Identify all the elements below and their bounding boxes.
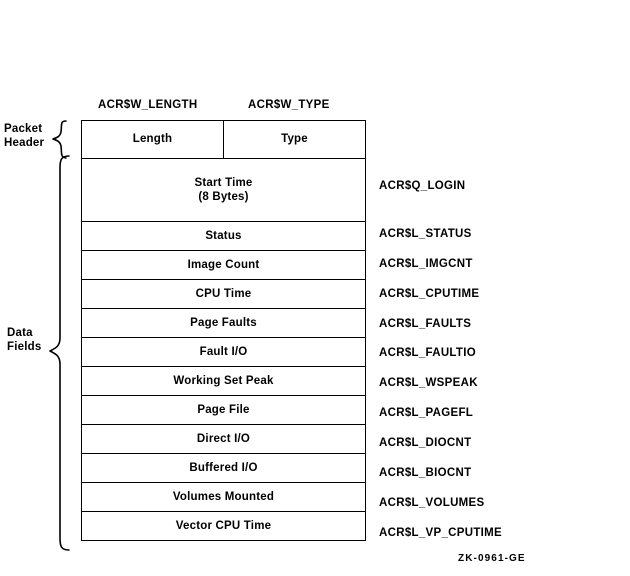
field-symbol-page-file: ACR$L_PAGEFL (379, 407, 474, 419)
field-symbol-cpu-time: ACR$L_CPUTIME (379, 288, 480, 300)
field-symbol-image-count: ACR$L_IMGCNT (379, 258, 473, 270)
field-symbol-buffered-io: ACR$L_BIOCNT (379, 467, 472, 479)
table-cell-type-label: Type (281, 133, 308, 146)
table-row-page-file: Page File (82, 395, 365, 424)
field-symbol-start-time: ACR$Q_LOGIN (379, 180, 466, 192)
field-symbol-fault-io: ACR$L_FAULTIO (379, 347, 476, 359)
table-row-page-faults: Page Faults (82, 308, 365, 337)
column-header-length-symbol: ACR$W_LENGTH (98, 99, 198, 111)
table-cell-length: Length (82, 121, 223, 158)
data-fields-brace (49, 155, 70, 551)
packet-structure-table: Length Type Start Time (8 Bytes) Status … (81, 120, 366, 541)
table-row-buffered-io: Buffered I/O (82, 453, 365, 482)
field-symbol-volumes-mounted: ACR$L_VOLUMES (379, 497, 485, 509)
group-label-data-fields: Data Fields (7, 327, 42, 354)
table-row-packet-header: Length Type (82, 121, 365, 158)
table-row-vector-cpu-time-label: Vector CPU Time (175, 519, 272, 532)
table-row-status-label: Status (205, 229, 242, 242)
field-symbol-working-set-peak: ACR$L_WSPEAK (379, 377, 478, 389)
table-row-image-count-label: Image Count (187, 258, 260, 271)
table-row-working-set-peak: Working Set Peak (82, 366, 365, 395)
group-label-packet-header: Packet Header (4, 123, 45, 150)
table-row-direct-io-label: Direct I/O (196, 432, 251, 445)
table-row-start-time: Start Time (8 Bytes) (82, 158, 365, 221)
table-row-volumes-mounted: Volumes Mounted (82, 482, 365, 511)
table-row-image-count: Image Count (82, 250, 365, 279)
table-row-volumes-mounted-label: Volumes Mounted (172, 490, 275, 503)
field-symbol-status: ACR$L_STATUS (379, 228, 472, 240)
table-row-cpu-time: CPU Time (82, 279, 365, 308)
table-row-page-faults-label: Page Faults (190, 316, 257, 329)
field-symbol-vector-cpu-time: ACR$L_VP_CPUTIME (379, 527, 503, 539)
table-row-page-file-label: Page File (197, 403, 250, 416)
table-row-fault-io-label: Fault I/O (199, 345, 248, 358)
packet-header-brace (52, 120, 67, 159)
table-row-fault-io: Fault I/O (82, 337, 365, 366)
table-cell-length-label: Length (132, 133, 173, 146)
table-row-cpu-time-label: CPU Time (195, 287, 252, 300)
table-row-vector-cpu-time: Vector CPU Time (82, 511, 365, 540)
table-row-working-set-peak-label: Working Set Peak (173, 374, 274, 387)
column-header-type-symbol: ACR$W_TYPE (248, 99, 330, 111)
figure-id-code: ZK-0961-GE (458, 553, 526, 564)
table-row-start-time-label: Start Time (8 Bytes) (194, 176, 253, 203)
table-row-buffered-io-label: Buffered I/O (189, 461, 258, 474)
table-row-direct-io: Direct I/O (82, 424, 365, 453)
table-row-status: Status (82, 221, 365, 250)
field-symbol-page-faults: ACR$L_FAULTS (379, 318, 472, 330)
table-cell-type: Type (223, 121, 365, 158)
field-symbol-direct-io: ACR$L_DIOCNT (379, 437, 472, 449)
